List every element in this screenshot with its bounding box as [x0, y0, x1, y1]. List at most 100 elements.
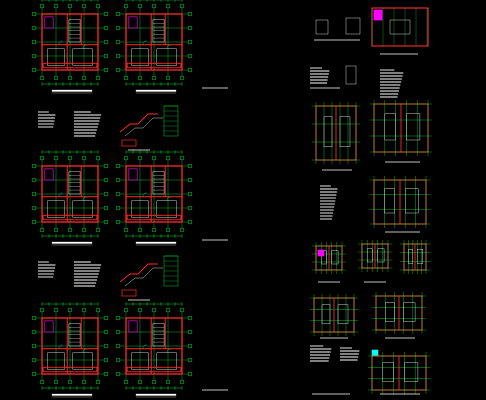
grid-bubble: [165, 155, 171, 161]
grid-bubble: [123, 227, 129, 233]
detail-section: [124, 267, 163, 287]
grid-bubble: [137, 155, 143, 161]
grid-bubble: [165, 307, 171, 313]
grid-bubble: [115, 219, 121, 225]
grid-bubble: [115, 39, 121, 45]
door-swing: [58, 192, 63, 197]
exterior-wall: [125, 317, 183, 375]
grid-bubble: [95, 227, 101, 233]
grid-bubble: [67, 227, 73, 233]
grid-bubble: [39, 307, 45, 313]
grid-bubble: [115, 177, 121, 183]
grid-bubble: [103, 343, 109, 349]
grid-bubble: [115, 371, 121, 377]
accent-room: [44, 16, 54, 29]
grid-bubble: [115, 163, 121, 169]
detail-footing: [121, 289, 137, 297]
exterior-wall: [41, 13, 99, 71]
room-outline: [339, 116, 351, 147]
accent-room: [128, 320, 138, 333]
grid-bubble: [137, 227, 143, 233]
grid-bubble: [115, 25, 121, 31]
room-outline: [131, 48, 149, 66]
grid-bubble: [31, 11, 37, 17]
grid-bubble: [31, 329, 37, 335]
grid-bubble: [103, 357, 109, 363]
grid-bubble: [103, 53, 109, 59]
detail-section: [119, 113, 158, 133]
room-outline: [131, 200, 149, 218]
door-swing: [166, 44, 171, 49]
grid-bubble: [165, 75, 171, 81]
drawing-title-bar: [135, 89, 177, 92]
drawing-title-bar: [135, 241, 177, 244]
exterior-wall: [125, 13, 183, 71]
grid-bubble: [137, 379, 143, 385]
grid-bubble: [103, 315, 109, 321]
room-outline: [72, 352, 93, 370]
grid-bubble: [95, 307, 101, 313]
terrace-wall: [42, 214, 98, 221]
grid-bubble: [179, 75, 185, 81]
grid-bubble: [39, 3, 45, 9]
grid-bubble: [187, 163, 193, 169]
grid-bubble: [39, 379, 45, 385]
door-swing: [82, 348, 87, 353]
grid-bubble: [31, 53, 37, 59]
grid-bubble: [39, 75, 45, 81]
grid-bubble: [95, 75, 101, 81]
grid-bubble: [151, 227, 157, 233]
grid-bubble: [67, 75, 73, 81]
grid-bubble: [31, 67, 37, 73]
room-outline: [377, 248, 385, 263]
grid-bubble: [187, 343, 193, 349]
grid-bubble: [81, 307, 87, 313]
grid-bubble: [31, 315, 37, 321]
grid-bubble: [115, 357, 121, 363]
grid-bubble: [103, 67, 109, 73]
grid-bubble: [31, 191, 37, 197]
accent-block: [373, 9, 383, 21]
room-outline: [47, 352, 65, 370]
grid-bubble: [81, 227, 87, 233]
elevation-detail: [345, 17, 361, 35]
grid-bubble: [187, 177, 193, 183]
exterior-wall: [125, 165, 183, 223]
door-swing: [166, 348, 171, 353]
elevation-detail: [315, 19, 329, 35]
grid-bubble: [123, 75, 129, 81]
grid-bubble: [115, 329, 121, 335]
grid-bubble: [151, 307, 157, 313]
grid-bubble: [123, 379, 129, 385]
grid-bubble: [137, 307, 143, 313]
grid-bubble: [31, 39, 37, 45]
grid-bubble: [151, 3, 157, 9]
grid-bubble: [123, 155, 129, 161]
grid-bubble: [187, 39, 193, 45]
room-outline: [417, 248, 423, 264]
grid-bubble: [31, 357, 37, 363]
grid-bubble: [179, 155, 185, 161]
accent-room: [128, 168, 138, 181]
grid-bubble: [67, 307, 73, 313]
room-outline: [384, 188, 395, 214]
door-swing: [142, 40, 147, 45]
room-outline: [131, 352, 149, 370]
room-outline: [382, 362, 394, 382]
grid-bubble: [115, 343, 121, 349]
door-swing: [82, 44, 87, 49]
terrace-wall: [126, 214, 182, 221]
exterior-wall: [41, 317, 99, 375]
grid-bubble: [53, 227, 59, 233]
grid-bubble: [115, 205, 121, 211]
grid-bubble: [67, 379, 73, 385]
room-outline: [408, 248, 413, 264]
detail-section: [119, 263, 158, 283]
grid-bubble: [95, 379, 101, 385]
grid-bubble: [187, 357, 193, 363]
door-swing: [82, 196, 87, 201]
grid-bubble: [151, 155, 157, 161]
grid-bubble: [103, 329, 109, 335]
